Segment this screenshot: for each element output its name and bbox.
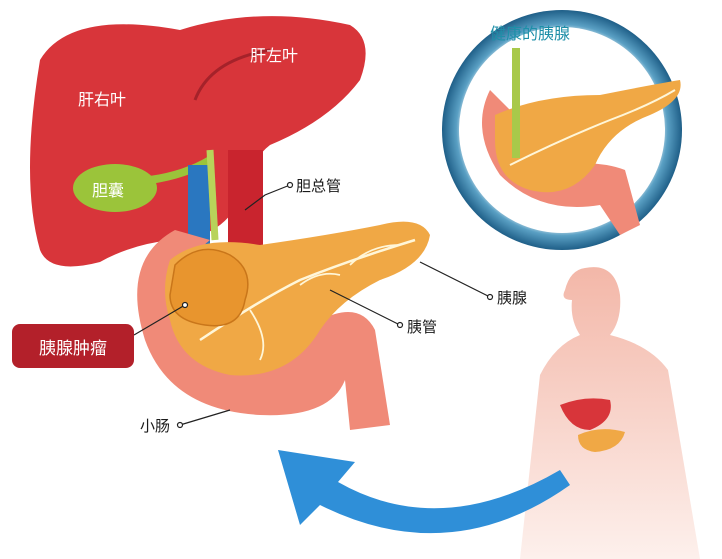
label-gallbladder: 胆囊: [92, 181, 125, 200]
label-pancreas: 胰腺: [497, 289, 528, 307]
label-liver-right-lobe: 肝右叶: [78, 90, 127, 109]
label-pancreatic-duct: 胰管: [407, 318, 438, 336]
small-intestine: [137, 230, 390, 430]
label-small-intestine: 小肠: [140, 417, 171, 435]
label-common-bile-duct: 胆总管: [296, 177, 342, 195]
label-pancreatic-tumor: 胰腺肿瘤: [12, 324, 134, 368]
arrow: [278, 450, 570, 534]
gallbladder: [73, 164, 157, 212]
tumor: [169, 248, 249, 327]
label-liver-left-lobe: 肝左叶: [250, 46, 299, 65]
label-healthy-pancreas: 健康的胰腺: [490, 24, 571, 43]
human-silhouette: [520, 267, 700, 559]
